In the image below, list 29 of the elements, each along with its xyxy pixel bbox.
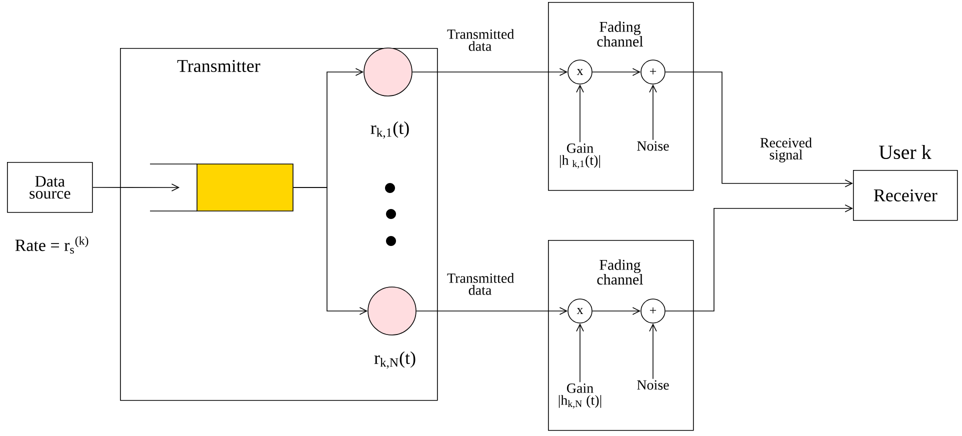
box-title: Transmitter <box>177 60 260 72</box>
signal-label: r$_{k,N}$(t) <box>374 351 416 369</box>
edge-label: Transmitted data <box>446 28 514 52</box>
arrow <box>649 84 657 140</box>
edge-label: Received signal <box>752 136 820 164</box>
arrow <box>576 323 584 383</box>
arrow <box>649 323 657 380</box>
signal-label: User k <box>879 144 932 160</box>
arrow <box>592 68 641 76</box>
signal-label: Rate = r$_{s}$(k) <box>15 236 88 254</box>
arrow <box>293 187 368 315</box>
arrow <box>665 72 853 188</box>
arrow <box>416 307 568 315</box>
arrow <box>592 307 641 315</box>
process-box: Receiver <box>853 170 958 221</box>
arrow <box>665 204 853 312</box>
process-box: Data source <box>7 162 93 213</box>
input-label: Gain |h$_{k,N}$ (t)| <box>558 384 602 408</box>
input-label: Gain |h $_{k,1}$(t)| <box>560 144 600 168</box>
edge-label: Transmitted data <box>446 272 514 296</box>
signal-label: r$_{k,1}$(t) <box>370 121 409 139</box>
box-title: Fading channel <box>597 21 644 47</box>
input-label: Noise <box>637 380 669 390</box>
arrow <box>92 184 180 192</box>
arrow <box>412 68 568 76</box>
box-title: Fading channel <box>597 259 644 285</box>
input-label: Noise <box>637 141 669 151</box>
arrow <box>576 84 584 143</box>
queue-drawing <box>150 164 294 212</box>
